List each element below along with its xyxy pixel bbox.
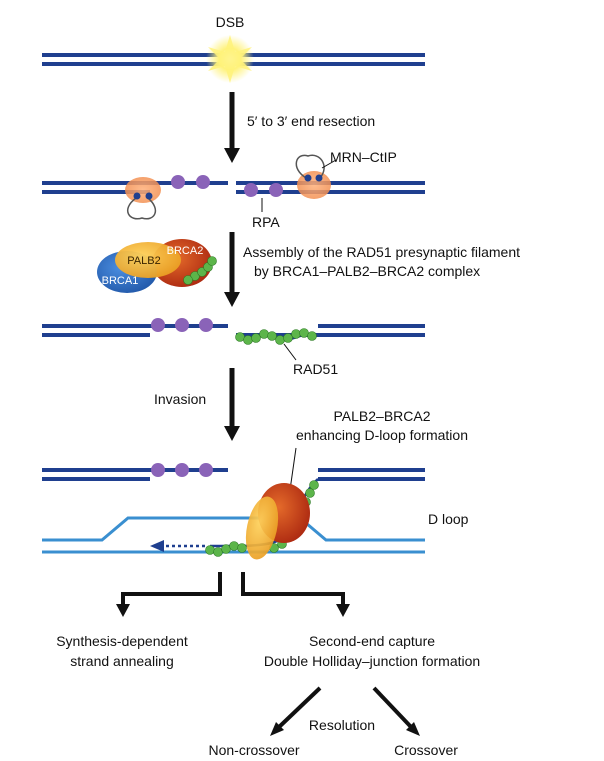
crossover-label: Crossover bbox=[394, 742, 458, 758]
palb2-brca2-complex bbox=[245, 483, 310, 560]
mrn-ctip-complex-right bbox=[295, 154, 331, 199]
assembly-label-line1: Assembly of the RAD51 presynaptic filame… bbox=[243, 244, 520, 260]
dloop-label: D loop bbox=[428, 511, 469, 527]
template-dna bbox=[42, 516, 425, 554]
rpa-proteins-step4 bbox=[151, 463, 213, 477]
sdsa-arrowhead bbox=[116, 604, 130, 617]
sec-label-line1: Second-end capture bbox=[309, 633, 435, 649]
arrow-resection bbox=[224, 92, 240, 163]
non-crossover-label: Non-crossover bbox=[208, 742, 299, 758]
palb2-brca2-pointer bbox=[289, 447, 297, 491]
mrn-ctip-complex-left bbox=[125, 177, 161, 220]
dsb-label: DSB bbox=[216, 14, 245, 30]
rpa-proteins-right bbox=[244, 183, 283, 197]
mrn-pointer bbox=[321, 159, 337, 169]
resection-label: 5′ to 3′ end resection bbox=[247, 113, 375, 129]
resected-dna bbox=[42, 181, 425, 194]
dloop-donor-dna bbox=[42, 468, 425, 481]
sec-label-line2: Double Holliday–junction formation bbox=[264, 653, 480, 669]
brca1-label: BRCA1 bbox=[102, 275, 139, 287]
sdsa-label-line2: strand annealing bbox=[70, 653, 174, 669]
sdsa-label-line1: Synthesis-dependent bbox=[56, 633, 188, 649]
rad51-pointer bbox=[283, 343, 297, 361]
invasion-label: Invasion bbox=[154, 391, 206, 407]
palb2-label: PALB2 bbox=[127, 255, 160, 267]
resolution-arrows bbox=[270, 686, 420, 736]
assembly-label-line2: by BRCA1–PALB2–BRCA2 complex bbox=[254, 263, 480, 279]
rad51-beads bbox=[235, 328, 317, 345]
rad51-label: RAD51 bbox=[293, 361, 338, 377]
sec-arrowhead bbox=[336, 604, 350, 617]
rpa-label: RPA bbox=[252, 214, 280, 230]
resolution-label: Resolution bbox=[309, 717, 375, 733]
rpa-proteins-step3 bbox=[151, 318, 213, 332]
palb2-brca2-label-line1: PALB2–BRCA2 bbox=[333, 408, 430, 424]
branch-arrows bbox=[121, 572, 345, 608]
brca2-label: BRCA2 bbox=[167, 245, 204, 257]
dsb-burst bbox=[206, 35, 254, 83]
rpa-proteins-left bbox=[171, 175, 210, 189]
mrn-label: MRN–CtIP bbox=[330, 149, 397, 165]
brca-complex: BRCA1 PALB2 BRCA2 bbox=[97, 239, 217, 293]
arrow-invasion bbox=[224, 368, 240, 441]
rad51-filament-dna bbox=[42, 324, 425, 341]
palb2-brca2-label-line2: enhancing D-loop formation bbox=[296, 427, 468, 443]
arrow-assembly bbox=[224, 232, 240, 307]
